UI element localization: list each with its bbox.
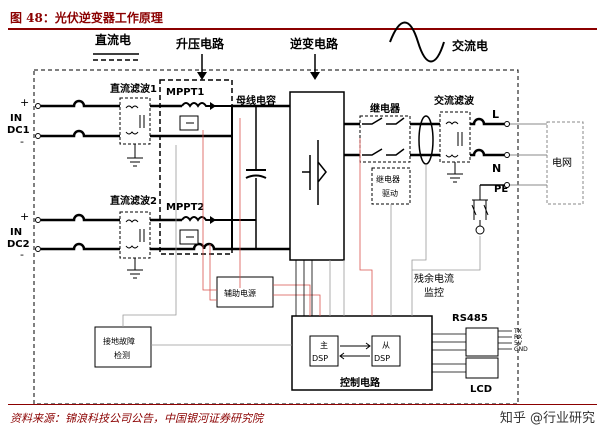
label-dsp-slave-2: DSP <box>374 354 390 363</box>
label-ac: 交流电 <box>452 38 488 53</box>
signal-red-wires <box>202 118 373 316</box>
grid-box <box>546 121 584 205</box>
pe-terminal <box>504 182 510 188</box>
mppt2-inductor <box>181 216 256 222</box>
label-gnd: GND <box>514 346 528 353</box>
label-dc-filter-1: 直流滤波1 <box>110 82 157 95</box>
dsp-link-arrows <box>339 342 371 360</box>
out-n-terminal <box>504 152 510 158</box>
pe-varistors <box>471 185 489 226</box>
dc2-minus-line <box>41 242 232 251</box>
lcd-connector <box>465 357 499 379</box>
title-bar: 图 48：光伏逆变器工作原理 <box>8 6 597 30</box>
out-l-line <box>470 117 504 126</box>
label-dsp-main-2: DSP <box>312 354 328 363</box>
label-inverter: 逆变电路 <box>290 36 339 51</box>
rs485-connector <box>465 327 499 357</box>
label-aux-power: 辅助电源 <box>224 288 256 298</box>
watermark: 知乎 @行业研究 <box>499 411 595 426</box>
label-grid: 电网 <box>552 156 572 169</box>
label-rs485: RS485 <box>452 313 488 324</box>
relay-contacts <box>362 117 405 156</box>
relay-box <box>359 115 411 163</box>
label-tx: TX <box>513 328 522 335</box>
in2-minus: - <box>20 248 24 261</box>
out-l-terminal <box>504 121 510 127</box>
ac-filter-ground <box>447 162 463 183</box>
dc-filter-2-box <box>119 211 151 259</box>
boost-box <box>159 79 233 255</box>
dc2-plus-line <box>41 213 182 222</box>
label-relay-drive-2: 驱动 <box>382 188 398 198</box>
in2-minus-terminal <box>35 246 41 252</box>
mppt1-inductor <box>181 102 256 108</box>
inverter-arrowhead <box>310 72 320 80</box>
in2-plus: + <box>20 210 29 223</box>
inverter-switch <box>302 140 327 205</box>
rs485-wires <box>432 330 512 351</box>
in1-minus-terminal <box>35 133 41 139</box>
mppt2-diode <box>210 216 216 224</box>
label-out-pe: PE <box>494 184 508 195</box>
label-residual-1: 残余电流 <box>414 272 454 285</box>
label-mppt2: MPPT2 <box>166 202 204 213</box>
dc-filter-1-box <box>119 97 151 145</box>
inverter-box <box>289 91 345 261</box>
dc1-minus-line <box>41 129 232 138</box>
in2-plus-terminal <box>35 217 41 223</box>
label-residual-2: 监控 <box>424 286 444 299</box>
label-mppt1: MPPT1 <box>166 87 204 98</box>
out-n-line <box>470 148 504 157</box>
label-boost: 升压电路 <box>176 36 225 51</box>
label-control: 控制电路 <box>340 376 381 389</box>
ground-fault-box <box>94 326 152 368</box>
mppt1-diode <box>210 102 216 110</box>
in2-in: IN <box>10 227 22 238</box>
signal-black-wires <box>295 260 313 316</box>
figure-title: 图 48：光伏逆变器工作原理 <box>10 11 163 25</box>
label-dsp-slave-1: 从 <box>382 341 390 350</box>
boost-arrowhead <box>197 72 207 80</box>
dsp-main-box <box>309 335 339 367</box>
label-ac-filter: 交流滤波 <box>434 94 475 107</box>
dc-filter-2-coil <box>125 219 139 249</box>
label-out-l: L <box>492 108 499 121</box>
label-bus-cap: 母线电容 <box>236 94 276 107</box>
relay-drive-box <box>371 167 411 205</box>
in1-dc: DC1 <box>7 125 30 136</box>
ac-filter-coil <box>445 121 459 158</box>
label-lcd: LCD <box>470 384 492 395</box>
in1-plus: + <box>20 96 29 109</box>
in1-minus: - <box>20 135 24 148</box>
label-rx: RX <box>514 334 522 341</box>
in1-in: IN <box>10 113 22 124</box>
label-ground-fault-1: 接地故障 <box>103 336 135 346</box>
label-relay-drive-1: 继电器 <box>376 174 400 184</box>
ac-filter-box <box>439 111 471 163</box>
label-5v: 5V <box>514 340 523 347</box>
label-dsp-main-1: 主 <box>320 340 328 350</box>
dsp-slave-box <box>371 335 401 367</box>
label-relay: 继电器 <box>370 102 401 115</box>
signal-gray-wires <box>122 145 481 346</box>
label-ground-fault-2: 检测 <box>114 350 130 360</box>
ac-sine-icon <box>389 21 445 63</box>
aux-power-box <box>216 276 274 308</box>
dc1-plus-line <box>41 99 182 108</box>
source-divider <box>8 404 597 405</box>
dc-filter-1-coil <box>125 105 139 135</box>
dc-filter-1-ground <box>127 144 143 167</box>
label-out-n: N <box>492 162 501 175</box>
lcd-wires <box>432 363 466 373</box>
bus-cap-plate-b <box>245 174 267 179</box>
in2-dc: DC2 <box>7 239 30 250</box>
dc-filter-2-ground <box>127 258 143 279</box>
in1-plus-terminal <box>35 103 41 109</box>
label-dc: 直流电 <box>95 32 131 47</box>
pe-ground-icon <box>475 225 485 235</box>
source-note: 资料来源：锦浪科技公司公告，中国银河证券研究院 <box>10 412 263 425</box>
label-dc-filter-2: 直流滤波2 <box>110 194 157 207</box>
